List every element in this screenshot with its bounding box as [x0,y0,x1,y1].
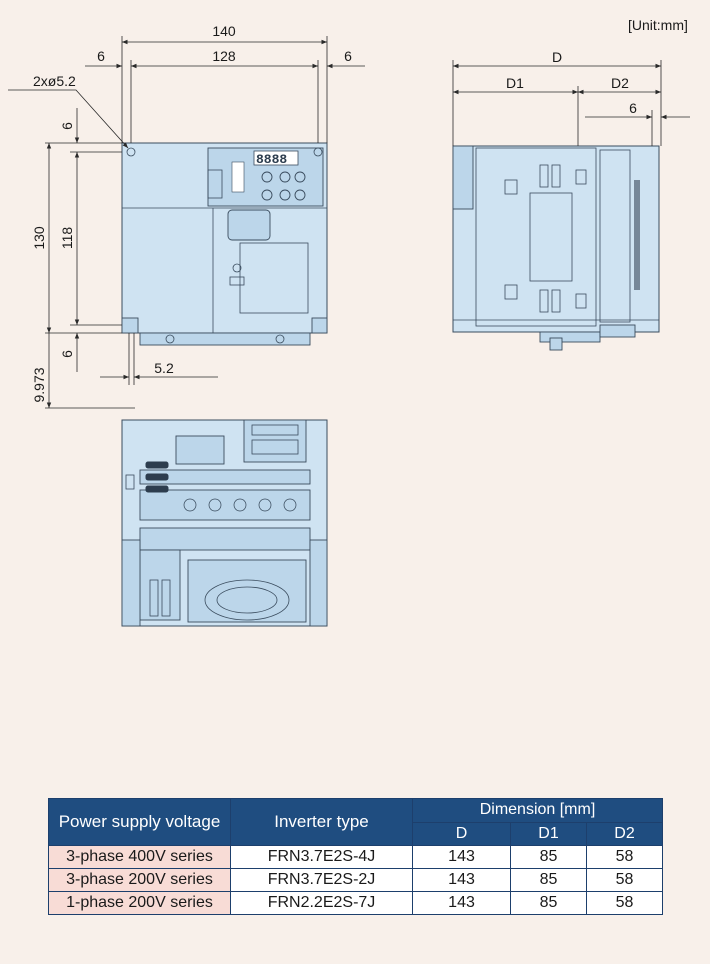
cell-type: FRN3.7E2S-2J [230,868,413,892]
dimension-drawing: 8888 [8,23,690,627]
key-up [279,171,291,183]
dim-depth2: D2 [611,75,629,91]
cell-voltage: 3-phase 400V series [48,845,231,869]
cell-d2: 58 [585,845,664,869]
side-dimensions [452,60,690,146]
dim-hole-pitch-width: 128 [212,48,236,64]
header-dimension: Dimension [mm] [412,798,663,823]
cell-d1: 85 [510,891,587,915]
front-dimensions [8,36,365,409]
dim-side-offset: 6 [629,100,637,116]
dim-bottom-margin: 6 [59,350,75,358]
dim-slot-width: 5.2 [154,360,174,376]
key-run [294,171,306,183]
cell-d: 143 [411,868,512,892]
cell-d2: 58 [585,868,664,892]
header-d1: D1 [510,821,587,846]
key-func [261,171,273,183]
dim-left-margin: 6 [97,48,105,64]
key-down [279,189,291,201]
dim-overall-height: 130 [31,226,47,250]
cell-d2: 58 [585,891,664,915]
dim-hole-pitch-height: 118 [59,227,75,250]
front-view: 8888 [121,142,328,346]
key-prg [261,189,273,201]
dim-holes: 2xø5.2 [33,73,76,89]
dim-overall-width: 140 [212,23,236,39]
table-row: 3-phase 200V series FRN3.7E2S-2J 143 85 … [48,868,664,892]
dimension-table: Power supply voltage Inverter type Dimen… [48,798,664,915]
side-view [452,145,660,351]
cell-d1: 85 [510,845,587,869]
cell-d: 143 [411,891,512,915]
key-stop [294,189,306,201]
table-row: 1-phase 200V series FRN2.2E2S-7J 143 85 … [48,891,664,915]
cell-d1: 85 [510,868,587,892]
dim-depth: D [552,49,562,65]
svg-text:8888: 8888 [256,152,287,167]
terminal-view [121,419,328,627]
dim-slot-offset: 9.973 [31,367,47,402]
dim-right-margin: 6 [344,48,352,64]
side-housing [452,145,660,333]
cell-voltage: 1-phase 200V series [48,891,231,915]
cell-type: FRN2.2E2S-7J [230,891,413,915]
cell-voltage: 3-phase 200V series [48,868,231,892]
dim-top-margin: 6 [59,122,75,130]
header-d: D [411,821,512,846]
dim-depth1: D1 [506,75,524,91]
table-row: 3-phase 400V series FRN3.7E2S-4J 143 85 … [48,845,664,869]
unit-label: [Unit:mm] [628,17,688,33]
header-d2: D2 [585,821,664,846]
side-dimension-labels: D D1 D2 6 [506,49,637,116]
header-voltage: Power supply voltage [48,798,231,846]
cell-d: 143 [411,845,512,869]
cell-type: FRN3.7E2S-4J [230,845,413,869]
header-type: Inverter type [230,798,413,846]
front-dimension-labels: 140 128 6 6 2xø5.2 6 130 118 6 9.973 5.2 [31,23,352,403]
led-display [253,150,299,166]
